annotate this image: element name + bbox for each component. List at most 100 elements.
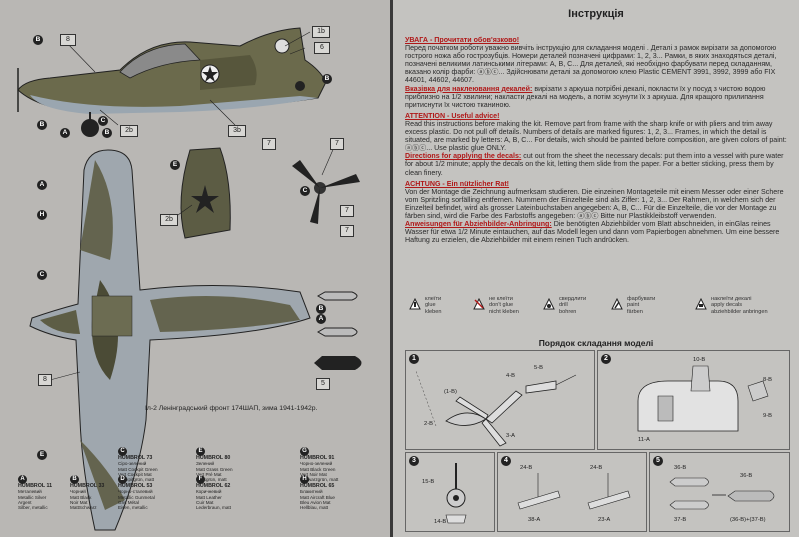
paint-brand: HUMBROL 91 (300, 455, 335, 461)
ua-text: Перед початком роботи уважно вивчіть інс… (405, 44, 777, 85)
part-label: 23-A (598, 517, 611, 523)
callout-box: 8 (38, 374, 52, 386)
left-page-color-scheme: 8 1b 6 2b 3b 7 7 2b 7 7 8 5 B B A B C B … (0, 0, 390, 537)
part-label: 3-A (506, 433, 516, 439)
callout-box: 3b (228, 125, 246, 137)
part-label: 15-B (422, 479, 435, 485)
paint-name: MattSchwarz (70, 505, 97, 511)
ua-decal-header: Вказівка для наклеювання декалей: (405, 84, 533, 93)
tail-fin-drawing (180, 147, 231, 239)
step-3-drawing (445, 463, 467, 524)
paint-name: Cuir Mat (196, 499, 214, 505)
ua-decal-text: вирізати з аркуша потрібні декалі, покла… (405, 84, 766, 109)
paint-letter-badge: F (196, 475, 205, 484)
paint-brand: HUMBROL 53 (118, 483, 153, 489)
de-decal-text: Die benötigten Abziehbilder vom Blatt ab… (405, 220, 780, 245)
legend-text: apply decals (711, 302, 743, 309)
part-label: 14-B (434, 519, 447, 525)
paint-name: Bleu Avion Mat (300, 499, 331, 505)
bomb-drawings (314, 291, 362, 370)
paint-letter-badge: B (70, 475, 79, 484)
step-number: 5 (653, 456, 663, 466)
paint-brand: HUMBROL 80 (196, 455, 231, 461)
part-label: 36-B (674, 465, 687, 471)
legend-text: paint (627, 302, 640, 309)
de-header: ACHTUNG - Ein nützlicher Rat! (405, 179, 510, 188)
paint-letter-badge: H (300, 475, 309, 484)
decal-icon (695, 298, 707, 310)
en-header: ATTENTION - Useful advice! (405, 111, 500, 120)
part-label: 4-B (506, 373, 516, 379)
callout-box: 7 (340, 225, 354, 237)
color-marker: C (37, 270, 47, 280)
paint-name: Блакитний (300, 489, 323, 495)
glue-icon (409, 298, 421, 310)
paint-letter-badge: A (18, 475, 27, 484)
en-text: Read this instructions before making the… (405, 119, 787, 153)
assembly-title: Порядок складання моделі (538, 338, 654, 348)
color-marker: C (300, 186, 310, 196)
paint-name: Зелений (196, 461, 215, 467)
paint-brand: HUMBROL 11 (18, 483, 53, 489)
de-decal-header: Anweisungen für Abziehbilder-Anbringung: (405, 220, 552, 229)
legend-text: наклеїти декалі (711, 296, 752, 302)
paint-name: Gris Métal (118, 499, 139, 505)
part-label: 11-A (638, 437, 650, 443)
paint-name: Metallic Gunmetal (118, 494, 155, 500)
legend-text: клеїти (425, 296, 442, 302)
part-label: (36-B)+(37-B) (730, 517, 766, 523)
paint-name: Vert Pré Mat (196, 471, 222, 477)
paint-name: Matt Cockpit Green (118, 466, 158, 472)
paint-name: Чорний (70, 489, 86, 495)
page-title: Інструкція (568, 8, 624, 20)
paint-name: Silber, metallic (18, 505, 48, 511)
paint-letter-badge: E (196, 447, 205, 456)
paint-name: Matt Aircraft Blue (300, 494, 335, 500)
assembly-step-3: 3 15-B 14-B (405, 452, 495, 532)
top-view-drawing (29, 149, 311, 531)
part-label: 8-B (763, 377, 773, 383)
paint-name: Metallic Silver (18, 494, 47, 500)
callout-box: 5 (316, 378, 330, 390)
callout-box: 1b (312, 26, 330, 38)
assembly-step-4: 4 24-B 24-B 38-A 23-A (497, 452, 647, 532)
paint-name: Vert Noir Mat (300, 471, 327, 477)
color-marker: E (37, 450, 47, 460)
color-marker: C (98, 116, 108, 126)
step-4-drawing (517, 473, 631, 510)
legend-text: свердлити (559, 296, 587, 302)
instruction-text: УВАГА - Прочитати обов'язково! Перед поч… (405, 36, 790, 244)
paint-letter-badge: G (300, 447, 309, 456)
step-number: 1 (409, 354, 419, 364)
paint-name: Eisen, metallic (118, 505, 148, 511)
color-marker: A (37, 180, 47, 190)
callout-box: 7 (330, 138, 344, 150)
step-2-drawing (637, 365, 769, 432)
paint-name: Noir Mat (70, 499, 88, 505)
part-label: 10-B (693, 357, 706, 363)
legend-text: glue (425, 302, 436, 309)
color-marker: A (60, 128, 70, 138)
legend-text: фарбувати (627, 296, 656, 302)
part-label: 24-B (520, 465, 533, 471)
callout-box: 2b (120, 125, 138, 137)
paint-brand: HUMBROL 33 (70, 483, 105, 489)
ua-header: УВАГА - Прочитати обов'язково! (405, 36, 520, 44)
callout-box: 6 (314, 42, 330, 54)
aircraft-caption: Іл-2 Ленінградський фронт 174ШАП, зима 1… (145, 405, 318, 412)
step-number: 2 (601, 354, 611, 364)
paint-letter-badge: D (118, 475, 127, 484)
legend-text: don't glue (489, 302, 514, 309)
assembly-step-1: 1 5-B 4-B (1-B) 2-B 3-A (405, 350, 595, 450)
paint-name: Cockpitgrün, matt (118, 477, 154, 483)
paint-name: Matt Black (70, 494, 92, 500)
legend-text: не клеїти (489, 296, 513, 302)
legend-text: drill (559, 302, 568, 309)
part-label: 9-B (763, 413, 773, 419)
en-decal-header: Directions for applying the decals: (405, 152, 522, 161)
paint-name: Matt Grass Green (196, 466, 233, 472)
